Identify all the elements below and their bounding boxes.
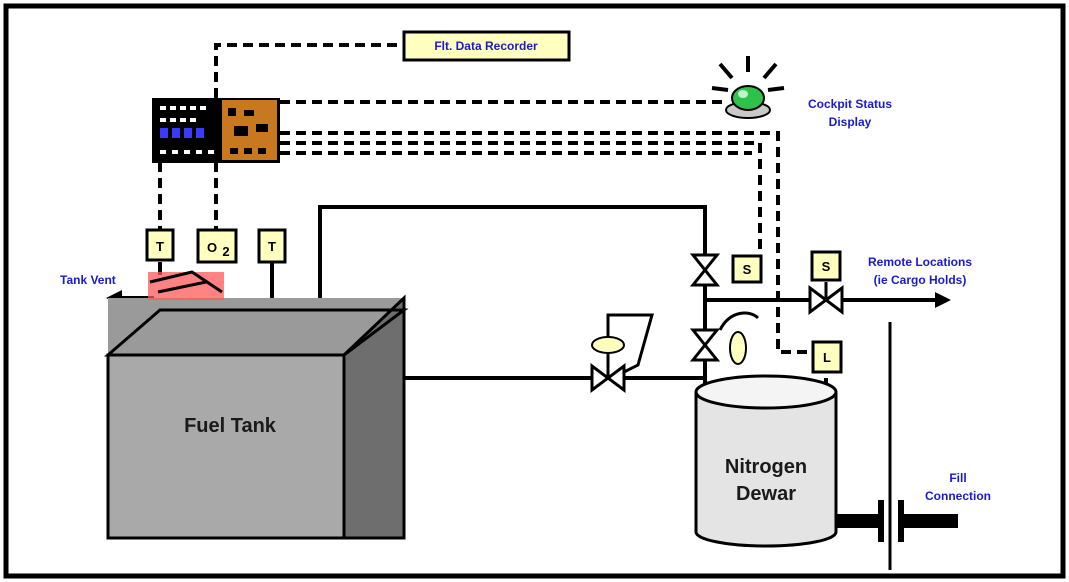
- valve-upper-icon: [689, 253, 721, 287]
- temp-sensor-box-2: T: [257, 228, 287, 264]
- oxygen-sensor-subscript: 2: [222, 244, 229, 259]
- solenoid-box-1: S: [731, 254, 763, 284]
- nitrogen-dewar-label-line1: Nitrogen: [725, 456, 807, 478]
- solenoid-2-label: S: [822, 259, 831, 274]
- nitrogen-dewar: Nitrogen Dewar: [694, 374, 838, 548]
- solenoid-box-2: S: [810, 250, 842, 282]
- valve-lower-icon: [689, 311, 760, 365]
- cockpit-status-label-line1: Cockpit Status: [808, 97, 892, 111]
- cockpit-status-light-icon: [711, 56, 785, 119]
- oxygen-sensor-label: O: [207, 240, 217, 255]
- valve-remote-icon: [808, 282, 844, 315]
- flight-data-recorder: Flt. Data Recorder: [402, 30, 571, 62]
- fill-connection-label-line1: Fill: [949, 471, 966, 485]
- pressure-regulator-valve-icon: [590, 313, 654, 393]
- remote-arrow-icon: [935, 292, 951, 308]
- tank-vent-label: Tank Vent: [60, 273, 116, 287]
- controller-unit: [152, 98, 280, 163]
- fill-connection-label-line2: Connection: [925, 489, 991, 503]
- temp-sensor-box-1: T: [145, 228, 175, 262]
- solenoid-1-label: S: [743, 262, 752, 277]
- flight-data-recorder-label: Flt. Data Recorder: [434, 39, 538, 53]
- fuel-tank: Fuel Tank: [103, 294, 409, 540]
- temp-sensor-1-label: T: [156, 239, 164, 254]
- level-sensor-box: L: [811, 340, 843, 374]
- fill-connection: [836, 500, 958, 542]
- fuel-tank-label: Fuel Tank: [184, 415, 277, 437]
- cockpit-status-label-line2: Display: [829, 115, 872, 129]
- remote-locations-label-line1: Remote Locations: [868, 255, 972, 269]
- oxygen-sensor-box: O 2: [196, 228, 238, 264]
- tank-vent-valve: [148, 270, 224, 300]
- level-sensor-label: L: [823, 350, 831, 365]
- remote-locations-label-line2: (ie Cargo Holds): [874, 273, 967, 287]
- temp-sensor-2-label: T: [268, 239, 276, 254]
- nitrogen-dewar-label-line2: Dewar: [736, 483, 796, 505]
